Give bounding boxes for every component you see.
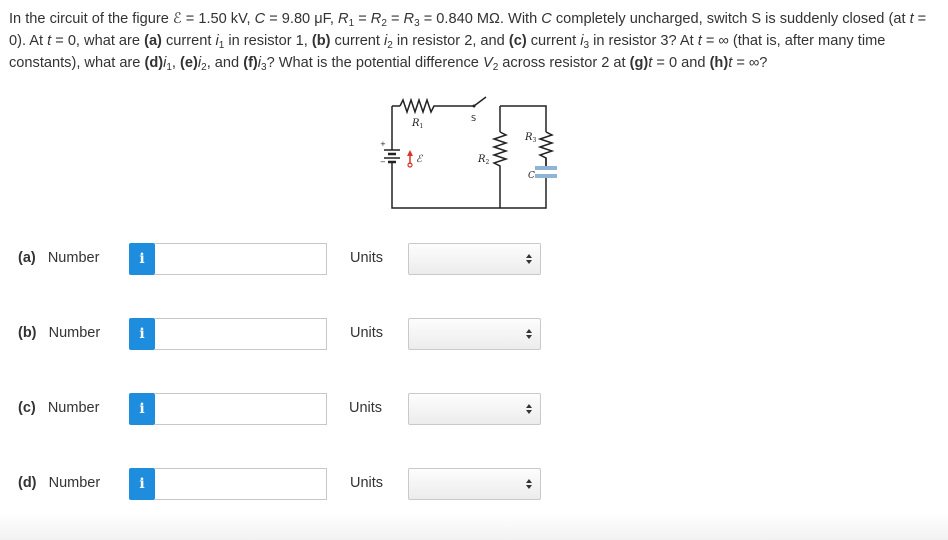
question-text: In the circuit of the figure ℰ = 1.50 kV… [9,11,927,73]
label-r1: R1 [411,118,423,130]
label-s: S [471,114,476,123]
number-input[interactable] [155,393,327,425]
info-button[interactable]: i [129,318,155,350]
select-arrows-icon [526,404,532,414]
row-label: (c) Number [18,400,100,416]
answer-row-a: (a) Number i Units [0,239,948,279]
emf-arrow-icon [407,150,413,168]
select-arrows-icon [526,479,532,489]
units-label: Units [350,250,384,266]
resistor-r2 [491,131,509,168]
info-button[interactable]: i [129,243,155,275]
units-label: Units [349,400,383,416]
battery [384,149,400,164]
units-select[interactable] [408,318,541,350]
switch-s [473,96,487,107]
units-select[interactable] [408,468,541,500]
select-arrows-icon [526,329,532,339]
units-label: Units [350,475,384,491]
units-label: Units [350,325,384,341]
row-label: (a) Number [18,250,100,266]
capacitor-c [535,158,557,178]
select-arrows-icon [526,254,532,264]
answer-row-c: (c) Number i Units [0,389,948,429]
number-input[interactable] [155,318,327,350]
answer-row-b: (b) Number i Units [0,314,948,354]
row-label: (d) Number [18,475,101,491]
units-select[interactable] [408,243,541,275]
info-button[interactable]: i [129,393,155,425]
answer-row-d: (d) Number i Units [0,464,948,504]
info-button[interactable]: i [129,468,155,500]
number-input[interactable] [155,468,327,500]
number-input[interactable] [155,243,327,275]
units-select[interactable] [408,393,541,425]
label-minus: − [380,158,386,166]
label-plus: + [380,140,386,148]
row-label: (b) Number [18,325,101,341]
resistor-r1 [399,97,466,115]
label-emf: ℰ [416,154,423,165]
label-r2: R2 [477,154,490,166]
label-c: C [528,171,535,181]
resistor-r3 [537,131,555,166]
label-r3: R3 [524,132,537,144]
bottom-fade [0,513,948,540]
circuit-figure: + − ℰ R1 S R2 R3 C [380,96,557,209]
